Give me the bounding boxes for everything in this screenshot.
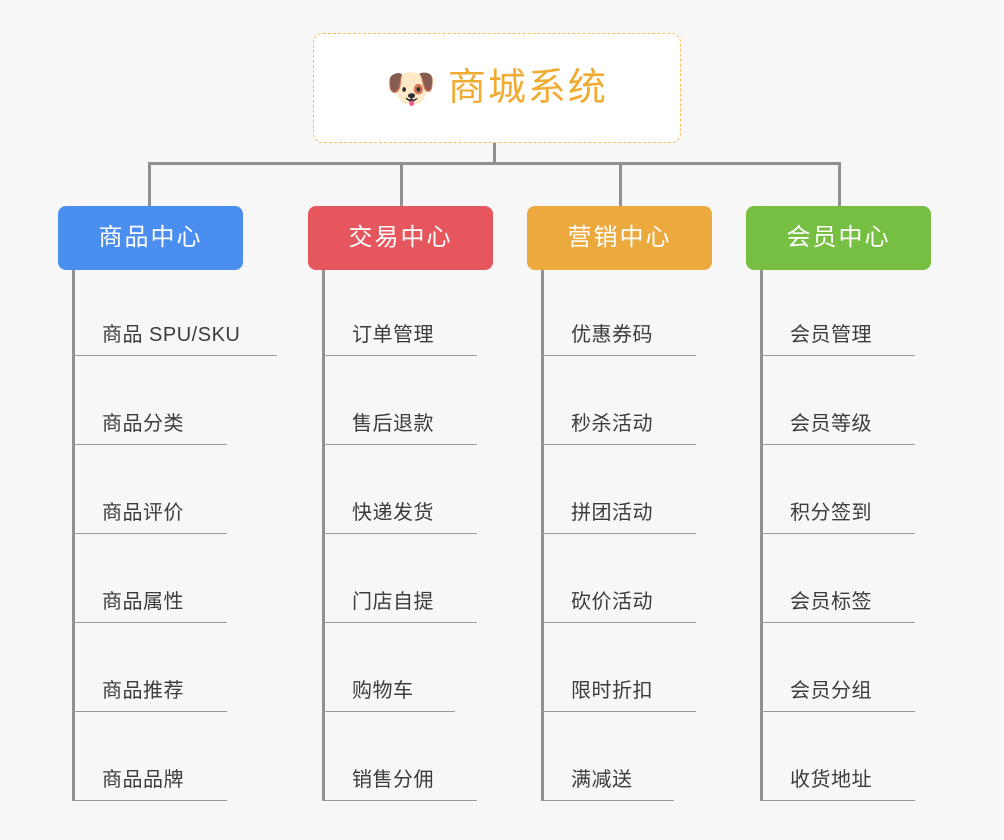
leaf-underline [322,443,477,445]
leaf-label: 商品推荐 [102,679,184,702]
leaf-label: 商品评价 [102,501,184,524]
leaf-item[interactable]: 拼团活动 [541,478,696,534]
leaf-label: 会员分组 [790,679,872,702]
leaf-label: 优惠券码 [571,323,653,346]
leaf-underline [541,799,674,801]
leaf-label: 商品属性 [102,590,184,613]
leaf-item[interactable]: 满减送 [541,745,674,801]
category-box-product-center[interactable]: 商品中心 [58,206,243,270]
leaf-underline [72,621,227,623]
leaf-label: 拼团活动 [571,501,653,524]
leaf-label: 订单管理 [352,323,434,346]
leaf-item[interactable]: 会员标签 [760,567,915,623]
leaf-label: 限时折扣 [571,679,653,702]
leaf-label: 会员等级 [790,412,872,435]
leaf-underline [322,799,477,801]
leaf-label: 售后退款 [352,412,434,435]
leaf-underline [72,354,277,356]
leaf-underline [541,443,696,445]
leaf-item[interactable]: 商品推荐 [72,656,227,712]
dog-face-icon: 🐶 [386,67,436,111]
spine-member-center [760,270,763,800]
leaf-underline [72,443,227,445]
leaf-label: 购物车 [352,679,414,702]
category-label-member-center: 会员中心 [786,224,891,251]
leaf-underline [760,354,915,356]
root-node-title: 商城系统 [447,67,608,109]
leaf-underline [541,532,696,534]
connector-drop-marketing-center [619,162,622,208]
spine-product-center [72,270,75,800]
category-label-marketing-center: 营销中心 [567,224,672,251]
leaf-label: 会员标签 [790,590,872,613]
leaf-item[interactable]: 商品评价 [72,478,227,534]
leaf-underline [322,532,477,534]
leaf-underline [760,443,915,445]
spine-trade-center [322,270,325,800]
leaf-item[interactable]: 订单管理 [322,300,477,356]
leaf-item[interactable]: 会员等级 [760,389,915,445]
leaf-label: 收货地址 [790,768,872,791]
leaf-label: 满减送 [571,768,633,791]
leaf-item[interactable]: 积分签到 [760,478,915,534]
leaf-underline [72,532,227,534]
leaf-item[interactable]: 会员分组 [760,656,915,712]
leaf-item[interactable]: 收货地址 [760,745,915,801]
leaf-item[interactable]: 限时折扣 [541,656,696,712]
leaf-underline [541,621,696,623]
leaf-underline [72,710,227,712]
leaf-underline [760,621,915,623]
leaf-label: 商品品牌 [102,768,184,791]
connector-drop-member-center [838,162,841,208]
category-label-trade-center: 交易中心 [348,224,453,251]
category-box-member-center[interactable]: 会员中心 [746,206,931,270]
leaf-underline [322,354,477,356]
leaf-item[interactable]: 商品品牌 [72,745,227,801]
leaf-label: 会员管理 [790,323,872,346]
leaf-underline [760,710,915,712]
leaf-underline [322,710,455,712]
leaf-label: 门店自提 [352,590,434,613]
leaf-item[interactable]: 销售分佣 [322,745,477,801]
leaf-item[interactable]: 商品分类 [72,389,227,445]
leaf-label: 砍价活动 [571,590,653,613]
leaf-label: 积分签到 [790,501,872,524]
leaf-item[interactable]: 砍价活动 [541,567,696,623]
leaf-item[interactable]: 门店自提 [322,567,477,623]
leaf-item[interactable]: 优惠券码 [541,300,696,356]
leaf-underline [541,354,696,356]
leaf-underline [760,799,915,801]
leaf-item[interactable]: 快递发货 [322,478,477,534]
category-box-trade-center[interactable]: 交易中心 [308,206,493,270]
leaf-label: 商品 SPU/SKU [102,323,241,346]
connector-root-stem [493,143,496,164]
leaf-underline [760,532,915,534]
connector-horizontal-bus [148,162,840,165]
category-label-product-center: 商品中心 [98,224,203,251]
category-box-marketing-center[interactable]: 营销中心 [527,206,712,270]
leaf-label: 秒杀活动 [571,412,653,435]
connector-drop-product-center [148,162,151,208]
leaf-item[interactable]: 售后退款 [322,389,477,445]
leaf-item[interactable]: 秒杀活动 [541,389,696,445]
leaf-label: 快递发货 [352,501,434,524]
root-node-shop-system[interactable]: 🐶 商城系统 [313,33,681,143]
leaf-item[interactable]: 商品 SPU/SKU [72,300,277,356]
leaf-item[interactable]: 会员管理 [760,300,915,356]
leaf-item[interactable]: 购物车 [322,656,455,712]
leaf-underline [72,799,227,801]
leaf-underline [322,621,477,623]
connector-drop-trade-center [400,162,403,208]
leaf-label: 销售分佣 [352,768,434,791]
leaf-underline [541,710,696,712]
spine-marketing-center [541,270,544,800]
leaf-label: 商品分类 [102,412,184,435]
leaf-item[interactable]: 商品属性 [72,567,227,623]
